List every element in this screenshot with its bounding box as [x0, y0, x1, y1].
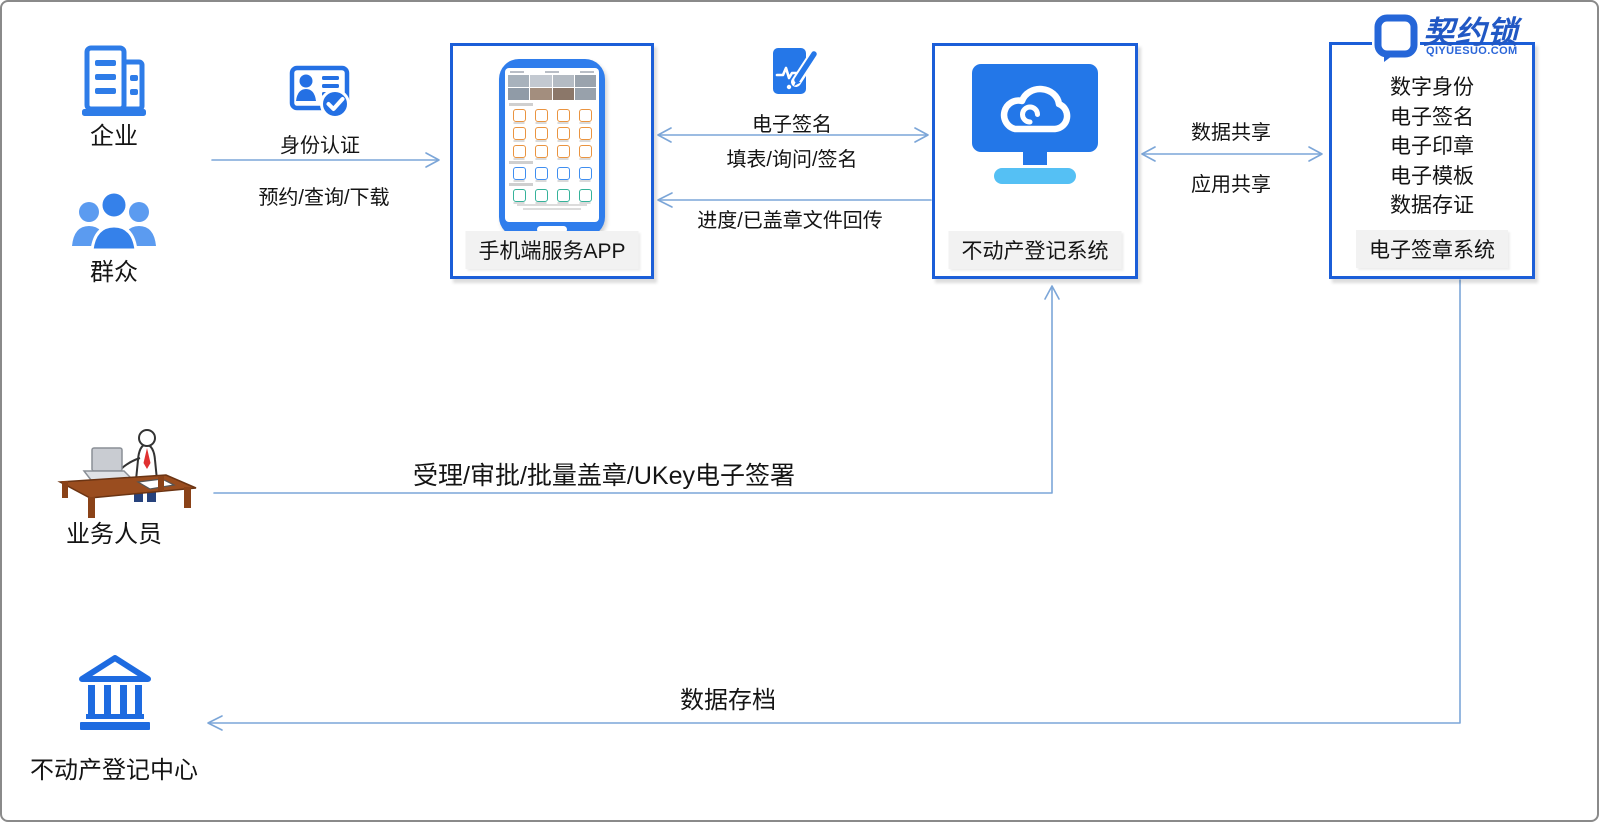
esign-feature: 数字身份: [1390, 76, 1474, 99]
progress-return-label: 进度/已盖章文件回传: [697, 210, 883, 232]
qiyuesuo-brand-domain: QIYUESUO.COM: [1426, 45, 1518, 57]
arrow-esign-bidirectional: [657, 127, 929, 143]
phone-app-grid-blue: [508, 167, 596, 180]
bank-building-icon: [79, 655, 151, 730]
form-sign-label: 填表/询问/签名: [726, 149, 858, 171]
tablet-signature-icon: [773, 48, 820, 94]
qiyuesuo-brand-name: 契约锁: [1423, 15, 1519, 50]
phone-screen: [505, 68, 599, 222]
app-share-label: 应用共享: [1191, 174, 1271, 196]
identity-auth-label: 身份认证: [280, 135, 360, 157]
esign-flow-label: 电子签名: [752, 114, 832, 136]
arrow-identity-auth: [211, 152, 440, 168]
enterprise-buildings-icon: [82, 45, 146, 116]
registration-system-node: 不动产登记系统: [932, 43, 1138, 279]
smartphone-illustration: [499, 59, 605, 237]
esign-feature: 电子印章: [1390, 135, 1474, 158]
esign-feature: 电子模板: [1390, 164, 1474, 188]
esign-system-node: 数字身份 电子签名 电子印章 电子模板 数据存证 电子签章系统: [1329, 42, 1535, 279]
arrow-data-archive: [207, 279, 1461, 731]
phone-app-grid-teal: [508, 189, 596, 202]
data-archive-label: 数据存档: [680, 687, 776, 714]
arrow-progress-return: [657, 192, 932, 208]
staff-desk-icon: [57, 429, 197, 518]
staff-label: 业务人员: [66, 521, 162, 548]
id-card-check-icon: [289, 65, 350, 119]
staff-ops-label: 受理/审批/批量盖章/UKey电子签署: [413, 462, 795, 490]
mobile-app-node: 手机端服务APP: [450, 43, 654, 279]
data-share-label: 数据共享: [1191, 122, 1271, 144]
registration-system-node-label: 不动产登记系统: [948, 231, 1122, 269]
booking-label: 预约/查询/下载: [258, 187, 390, 209]
esign-system-node-label: 电子签章系统: [1356, 230, 1508, 268]
esign-feature: 电子签名: [1390, 105, 1474, 129]
phone-banner: [508, 75, 596, 100]
arrow-share-bidirectional: [1141, 146, 1323, 162]
registration-center-label: 不动产登记中心: [30, 757, 198, 784]
mobile-app-node-label: 手机端服务APP: [465, 231, 639, 269]
qiyuesuo-logo-icon: [1372, 13, 1420, 63]
phone-app-grid-orange: [508, 109, 596, 158]
arrow-staff-ops: [213, 285, 1060, 494]
enterprise-label: 企业: [90, 123, 138, 150]
crowd-icon: [72, 190, 156, 252]
cloud-monitor-icon: [972, 64, 1098, 184]
esign-feature: 数据存证: [1390, 194, 1474, 217]
public-label: 群众: [90, 259, 138, 286]
